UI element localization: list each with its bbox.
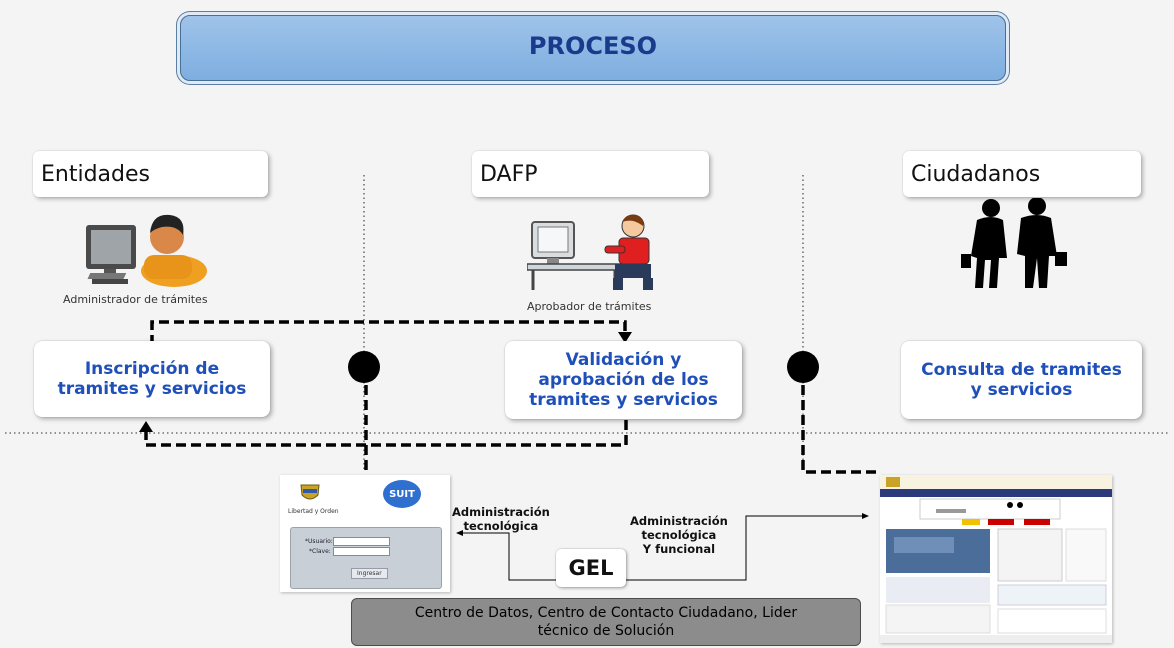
process-consulta: Consulta de tramites y servicios — [901, 341, 1142, 419]
gel-arrow-left — [456, 530, 463, 536]
flow-bottom — [144, 420, 628, 447]
label-admin-tec-funcional-line2: tecnológica — [641, 528, 717, 542]
suit-user-input[interactable] — [333, 537, 390, 546]
coat-of-arms-icon — [300, 484, 320, 500]
process-validacion-line1: Validación y — [565, 350, 682, 370]
approver-computer-icon — [527, 214, 653, 290]
portal-thumbnail — [880, 475, 1112, 643]
suit-key-label: *Clave: — [309, 548, 331, 555]
process-validacion-line3: tramites y servicios — [529, 390, 718, 410]
process-consulta-line2: y servicios — [970, 380, 1073, 400]
suit-motto: Libertad y Orden — [288, 508, 339, 515]
admin-computer-icon — [86, 214, 207, 287]
role-entidades-label: Entidades — [41, 161, 150, 187]
footer-line2: técnico de Solución — [537, 623, 675, 639]
gel-arrow-right — [862, 513, 869, 519]
suit-login-form: *Usuario: *Clave: Ingresar — [290, 527, 442, 589]
suit-login-screenshot: Libertad y Orden SUIT *Usuario: *Clave: … — [280, 475, 450, 592]
flow-bottom-arrow — [139, 421, 153, 432]
label-admin-tec-funcional-line3: Y funcional — [642, 542, 716, 556]
process-inscripcion-line2: tramites y servicios — [57, 379, 247, 399]
process-validacion: Validación y aprobación de los tramites … — [505, 341, 742, 419]
node-right — [787, 351, 819, 383]
label-admin-tecnologica-line1: Administración — [452, 505, 550, 519]
gel-line-right — [626, 515, 865, 581]
role-ciudadanos: Ciudadanos — [903, 151, 1141, 197]
gel-label: GEL — [568, 556, 614, 580]
footer-line1: Centro de Datos, Centro de Contacto Ciud… — [414, 605, 798, 621]
admin-caption: Administrador de trámites — [63, 293, 208, 306]
role-entidades: Entidades — [33, 151, 268, 197]
role-dafp: DAFP — [472, 151, 709, 197]
title-banner: PROCESO — [180, 15, 1006, 81]
label-admin-tec-funcional: Administración tecnológica Y funcional — [630, 514, 728, 556]
flow-top — [150, 320, 627, 345]
node-left — [348, 351, 380, 383]
process-consulta-line1: Consulta de tramites — [921, 360, 1122, 380]
gel-line-left — [460, 532, 556, 581]
dash-to-portal — [801, 385, 880, 474]
label-admin-tec-funcional-line1: Administración — [630, 514, 728, 528]
process-inscripcion-line1: Inscripción de — [84, 359, 220, 379]
citizens-silhouette-icon — [961, 198, 1067, 288]
process-validacion-line2: aprobación de los — [538, 370, 709, 390]
suit-logo-text: SUIT — [389, 488, 415, 500]
flow-top-arrow — [618, 332, 632, 343]
portal-screenshot — [880, 475, 1112, 643]
title-text: PROCESO — [528, 32, 658, 60]
footer-box: Centro de Datos, Centro de Contacto Ciud… — [351, 598, 861, 646]
label-admin-tecnologica: Administración tecnológica — [452, 505, 550, 533]
role-ciudadanos-label: Ciudadanos — [911, 161, 1041, 187]
suit-key-input[interactable] — [333, 547, 390, 556]
process-inscripcion: Inscripción de tramites y servicios — [34, 341, 270, 417]
role-dafp-label: DAFP — [480, 161, 538, 187]
approver-caption: Aprobador de trámites — [527, 300, 652, 313]
suit-user-label: *Usuario: — [305, 538, 333, 545]
suit-logo: SUIT — [383, 480, 421, 508]
label-admin-tecnologica-line2: tecnológica — [463, 519, 539, 533]
gel-box: GEL — [556, 549, 626, 587]
suit-submit-button[interactable]: Ingresar — [351, 568, 388, 579]
